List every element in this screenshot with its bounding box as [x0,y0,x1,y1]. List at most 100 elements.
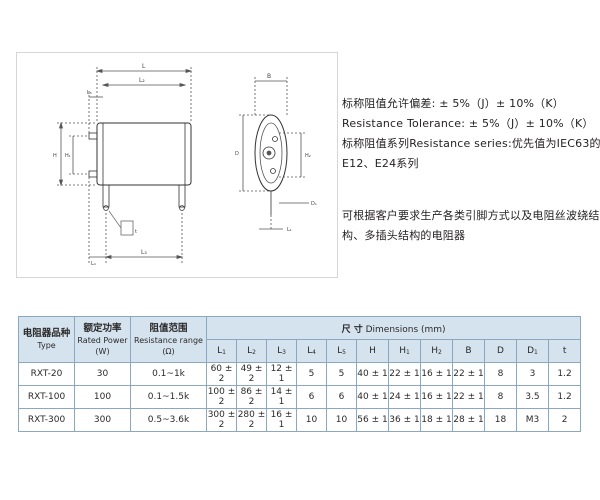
table-row: RXT-300 300 0.5~3.6k 300 ± 2 280 ± 2 16 … [18,408,582,432]
terminal-stub-top [88,132,98,140]
header-power-en: Rated Power [77,335,128,345]
col-H: H [356,339,389,363]
cell-D1: M3 [516,408,549,432]
resistor-body [96,122,192,186]
cell-L3: 12 ± 1 [266,362,297,386]
cell-B: 22 ± 1 [452,385,485,409]
series-values: E12、E24系列 [342,157,419,170]
col-D1: D1 [516,339,549,363]
dim-label-L1: L₁ [287,227,292,233]
header-dimensions-en: Dimensions (mm) [365,324,446,335]
cell-L3: 16 ± 1 [266,408,297,432]
col-H2: H2 [420,339,453,363]
cell-range: 0.5~3.6k [130,408,207,432]
cell-H1: 36 ± 1 [388,408,421,432]
cell-L3: 14 ± 1 [266,385,297,409]
cell-B: 22 ± 1 [452,362,485,386]
cell-type: RXT-300 [18,408,75,432]
cell-type: RXT-100 [18,385,75,409]
cell-D1: 3.5 [516,385,549,409]
header-type: 电阻器品种 Type [18,316,75,363]
cell-L1: 60 ± 2 [206,362,237,386]
cell-H2: 18 ± 1 [420,408,453,432]
header-power-cn: 额定功率 [83,322,122,334]
cell-H: 40 ± 1 [356,362,389,386]
dim-label-H: H [53,153,57,159]
cell-t: 1.2 [547,385,582,409]
col-L4: L4 [296,339,327,363]
cell-H: 40 ± 1 [356,385,389,409]
cell-L2: 280 ± 2 [236,408,267,432]
col-B: B [452,339,485,363]
dim-label-H2: H₂ [305,153,311,159]
cell-L2: 86 ± 2 [236,385,267,409]
cell-H2: 16 ± 1 [420,362,453,386]
table-row: RXT-100 100 0.1~1.5k 100 ± 2 86 ± 2 14 ±… [18,385,582,409]
header-type-cn: 电阻器品种 [22,328,71,339]
dim-label-L3: L₃ [141,249,147,256]
dim-label-B: B [267,73,271,80]
cell-B: 28 ± 1 [452,408,485,432]
cell-range: 0.1~1k [130,362,207,386]
table-row: RXT-20 30 0.1~1k 60 ± 2 49 ± 2 12 ± 1 5 … [18,362,582,386]
cell-L1: 100 ± 2 [206,385,237,409]
header-dimensions-cn: 尺 寸 [341,324,363,335]
header-range-unit: (Ω) [162,346,175,356]
col-H1: H1 [388,339,421,363]
cell-t: 1.2 [547,362,582,386]
custom-note-block: 可根据客户要求生产各类引脚方式以及电阻丝波绕结 构、多插头结构的电阻器 [342,206,600,246]
dim-label-t: t [135,229,137,235]
header-dimensions: 尺 寸 Dimensions (mm) [205,316,582,340]
terminal-tab-right [178,184,186,208]
header-type-en: Type [37,341,56,350]
header-range-cn: 阻值范围 [149,322,188,334]
cell-D: 8 [484,385,517,409]
col-L3: L3 [266,339,297,363]
dim-label-D1: D₁ [311,201,317,207]
terminal-stub-bottom [88,170,98,178]
cell-power: 300 [74,408,131,432]
cell-H1: 22 ± 1 [388,362,421,386]
cell-power: 30 [74,362,131,386]
col-L1: L1 [206,339,237,363]
cell-D1: 3 [516,362,549,386]
dim-label-L2: L₂ [139,77,145,84]
tolerance-cn: 标称阻值允许偏差: ± 5%（J）± 10%（K） [342,97,564,110]
dim-label-D: D [235,151,239,157]
cell-range: 0.1~1.5k [130,385,207,409]
header-range-en: Resistance range [134,335,203,345]
cell-H2: 16 ± 1 [420,385,453,409]
cell-D: 18 [484,408,517,432]
cell-t: 2 [547,408,582,432]
col-L2: L2 [236,339,267,363]
cell-L2: 49 ± 2 [236,362,267,386]
cell-H1: 24 ± 1 [388,385,421,409]
col-t: t [547,339,582,363]
spec-text-block: 标称阻值允许偏差: ± 5%（J）± 10%（K） Resistance Tol… [342,94,600,174]
header-power: 额定功率 Rated Power (W) [74,316,131,363]
dim-label-L: L [142,63,146,70]
cell-L1: 300 ± 2 [206,408,237,432]
cell-power: 100 [74,385,131,409]
cell-L4: 6 [296,385,327,409]
col-D: D [484,339,517,363]
cell-H: 56 ± 1 [356,408,389,432]
cell-L5: 5 [326,362,357,386]
series-line: 标称阻值系列Resistance series:优先值为IEC63的 [342,137,600,150]
cell-L5: 10 [326,408,357,432]
technical-drawing: L L₂ L₅ H H₁ L₃ L₄ t [16,52,338,278]
col-L5: L5 [326,339,357,363]
cell-L4: 10 [296,408,327,432]
resistor-drawing: L L₂ L₅ H H₁ L₃ L₄ t [53,63,317,267]
cell-L5: 6 [326,385,357,409]
header-power-unit: (W) [95,346,110,356]
cell-D: 8 [484,362,517,386]
dim-label-H1: H₁ [65,153,71,159]
specification-table: 电阻器品种 Type 额定功率 Rated Power (W) 阻值范围 Res… [18,316,582,432]
terminal-tab-left [102,184,110,208]
cell-type: RXT-20 [18,362,75,386]
cell-L4: 5 [296,362,327,386]
dim-label-L4: L₄ [91,261,96,267]
tolerance-en: Resistance Tolerance: ± 5%（J）± 10%（K） [342,117,594,130]
custom-note-line1: 可根据客户要求生产各类引脚方式以及电阻丝波绕结 [342,209,600,222]
